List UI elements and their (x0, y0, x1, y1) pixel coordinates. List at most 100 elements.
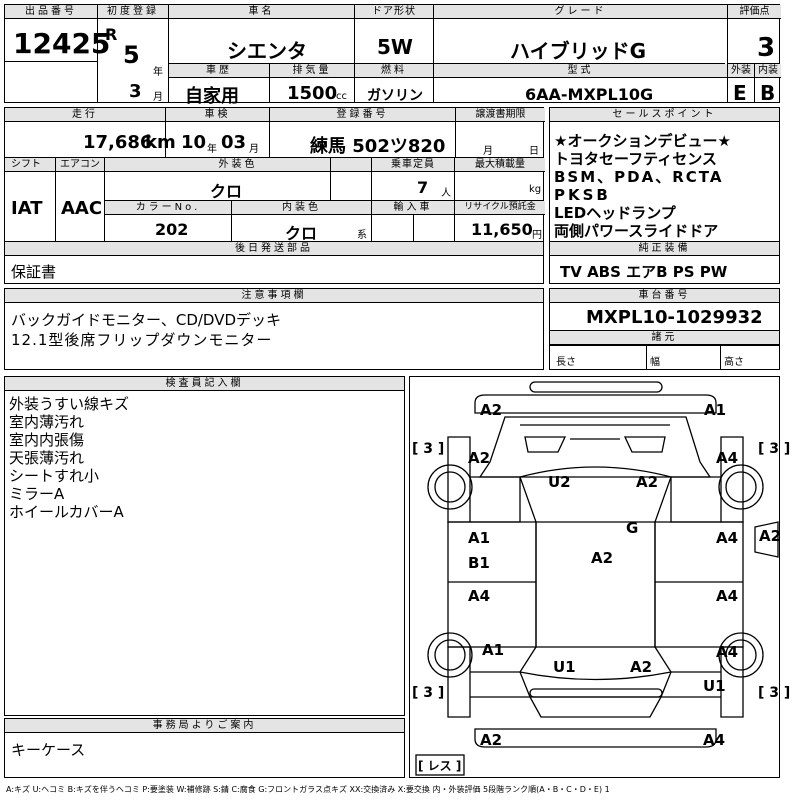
tire-fr: [ 3 ] (758, 441, 791, 457)
later-parts-label: 後日発送部品 (5, 242, 543, 256)
equipment-box: 純正装備 TV ABS エアB PS PW (549, 241, 780, 284)
damage-mark: A4 (716, 529, 739, 547)
sales-points-label: セールスポイント (550, 108, 779, 122)
door-label: ドア形状 (355, 5, 433, 19)
max-load-label: 最大積載量 (455, 158, 545, 172)
sales-point: LEDヘッドランプ (554, 204, 676, 222)
equipment-label: 純正装備 (550, 242, 779, 256)
notes-label: 注意事項欄 (5, 289, 543, 303)
car-name: シエンタ (227, 39, 307, 63)
damage-mark: B1 (468, 554, 490, 572)
sales-point: トヨタセーフティセンス (554, 150, 717, 168)
chassis-number: MXPL10-1029932 (586, 307, 763, 328)
int-color: クロ (285, 224, 318, 243)
reg-year-unit: 年 (153, 67, 163, 78)
tire-rr: [ 3 ] (758, 685, 791, 701)
tire-rl: [ 3 ] (412, 685, 445, 701)
history: 自家用 (185, 86, 239, 107)
sales-point: BSM、PDA、RCTA (554, 168, 724, 186)
mileage-row: 走行 17,686 km 車検 10 年 03 月 登録番号 練馬 502ツ82… (4, 107, 545, 158)
mileage-label: 走行 (5, 108, 165, 122)
office-box: 事務局よりご案内 キーケース (4, 718, 405, 778)
chassis-label: 車台番号 (550, 289, 779, 303)
damage-mark: U1 (553, 658, 576, 676)
sales-point: 両側パワースライドドア (554, 222, 719, 240)
inspection-year: 10 (181, 132, 207, 153)
damage-mark: G (626, 519, 639, 537)
plate: 練馬 502ツ820 (310, 136, 446, 157)
inspection-label: 車検 (166, 108, 269, 122)
office-label: 事務局よりご案内 (5, 719, 404, 733)
dimensions-label: 諸元 (550, 331, 779, 345)
inspector-line: ホイールカバーA (9, 503, 124, 521)
damage-mark: A2 (591, 549, 614, 567)
top-info-box: 出品番号 12425 初度登録 R 5 年 3 月 車名 シエンタ ドア形状 5… (4, 4, 781, 107)
first-reg-label: 初度登録 (98, 5, 168, 19)
color-no: 202 (155, 220, 189, 239)
capacity-label: 乗車定員 (372, 158, 454, 172)
aircon-label: エアコン (56, 158, 104, 172)
model: 6AA-MXPL10G (525, 85, 654, 104)
damage-mark: U1 (703, 677, 726, 695)
recycle-unit: 円 (532, 230, 542, 241)
car-outline (415, 381, 779, 776)
capacity-unit: 人 (441, 188, 451, 199)
reg-month: 3 (129, 81, 142, 102)
damage-mark: A2 (480, 731, 503, 749)
damage-mark: A2 (480, 401, 503, 419)
score-label: 評価点 (728, 5, 781, 19)
notes-line: バックガイドモニター、CD/DVDデッキ (11, 311, 282, 329)
displacement: 1500 (287, 83, 338, 104)
damage-mark: A1 (468, 529, 491, 547)
mileage-unit: km (145, 132, 176, 153)
chassis-box: 車台番号 MXPL10-1029932 諸元 長さ 幅 高さ (549, 288, 780, 370)
inspector-label: 検査員記入欄 (5, 377, 404, 391)
inspector-box: 検査員記入欄 外装うすい線キズ 室内薄汚れ 室内内張傷 天張薄汚れ シートすれ小… (4, 376, 405, 716)
reg-month-unit: 月 (153, 92, 163, 103)
fuel-label: 燃料 (355, 64, 433, 78)
sales-points-list: ★オークションデビュー★ トヨタセーフティセンス BSM、PDA、RCTA PK… (554, 132, 731, 240)
exterior-grade: E (733, 81, 747, 105)
damage-mark: A4 (716, 449, 739, 467)
aircon: AAC (61, 198, 103, 219)
tire-fl: [ 3 ] (412, 441, 445, 457)
score: 3 (757, 33, 776, 63)
plate-label: 登録番号 (270, 108, 455, 122)
fuel: ガソリン (367, 88, 423, 104)
shift-label: シフト (5, 158, 55, 172)
grade-label: グレード (434, 5, 727, 19)
damage-mark: A4 (716, 643, 739, 661)
inspector-list: 外装うすい線キズ 室内薄汚れ 室内内張傷 天張薄汚れ シートすれ小 ミラーA ホ… (9, 395, 129, 521)
inspector-line: ミラーA (9, 485, 65, 503)
mileage: 17,686 (83, 132, 153, 153)
inspector-line: 室内内張傷 (9, 431, 85, 449)
damage-mark: A2 (630, 658, 653, 676)
displacement-label: 排気量 (270, 64, 354, 78)
inspector-line: 天張薄汚れ (9, 449, 85, 467)
length-label: 長さ (556, 357, 576, 368)
reg-year: 5 (123, 41, 140, 69)
inspection-month-unit: 月 (249, 144, 259, 155)
ext-color: クロ (210, 182, 243, 201)
sales-points-box: セールスポイント ★オークションデビュー★ トヨタセーフティセンス BSM、PD… (549, 107, 780, 242)
office-value: キーケース (11, 741, 86, 759)
damage-mark: A2 (636, 473, 659, 491)
damage-diagram: [ 3 ] [ 3 ] [ 3 ] [ 3 ] [ レス ] A2 A1 A2 … (409, 376, 790, 778)
transfer-month: 月 (483, 146, 493, 157)
max-load-unit: kg (529, 184, 542, 195)
era: R (105, 25, 118, 44)
inspection-month: 03 (221, 132, 247, 153)
displacement-unit: cc (336, 91, 347, 102)
exterior-label: 外装 (728, 64, 754, 78)
spare-tire: [ レス ] (418, 759, 462, 773)
history-label: 車歴 (169, 64, 269, 78)
transfer-day: 日 (529, 146, 539, 157)
later-parts-value: 保証書 (11, 263, 57, 281)
int-color-unit: 系 (357, 230, 367, 241)
damage-mark: A2 (759, 527, 782, 545)
door-type: 5W (377, 35, 413, 59)
notes-box: 注意事項欄 バックガイドモニター、CD/DVDデッキ 12.1型後席フリップダウ… (4, 288, 544, 370)
equipment-value: TV ABS エアB PS PW (560, 263, 728, 281)
int-color-label: 内装色 (232, 201, 371, 215)
damage-mark: A4 (468, 587, 491, 605)
